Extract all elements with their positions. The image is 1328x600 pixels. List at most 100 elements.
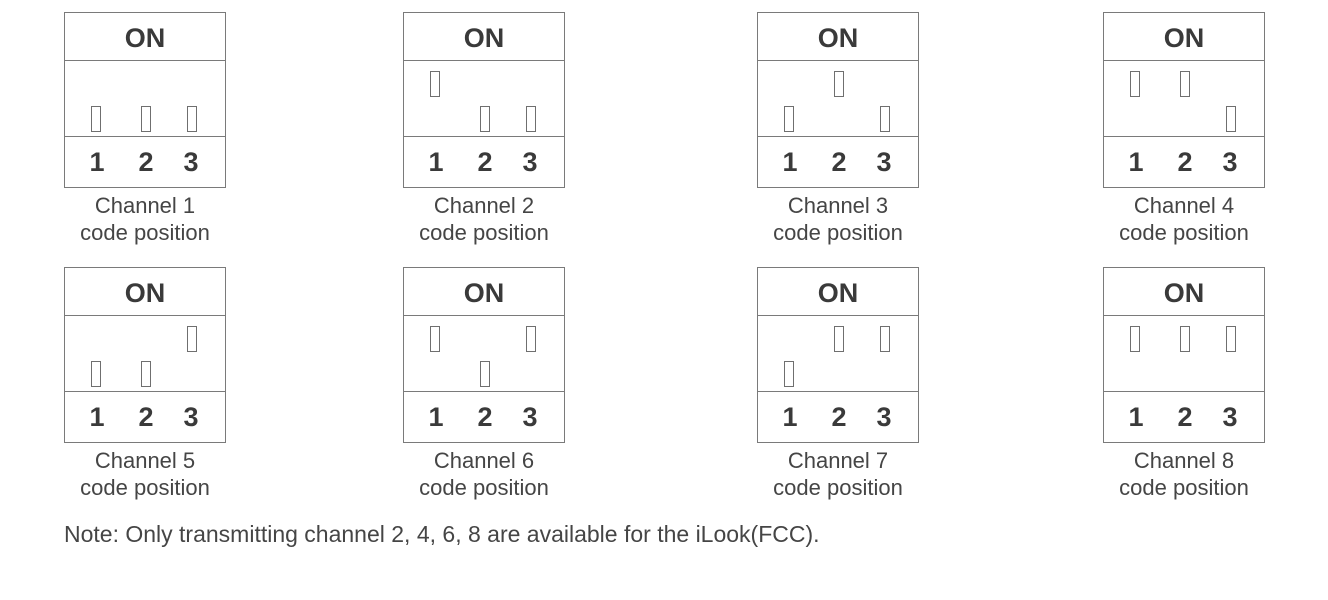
switch-row [65, 61, 225, 137]
switch-number-3: 3 [876, 147, 892, 177]
switch-number-2: 2 [477, 402, 493, 432]
dip-switch-2-on [1180, 326, 1190, 352]
switch-row [758, 316, 918, 392]
dip-switch-2-on [1180, 71, 1190, 97]
switch-row [758, 61, 918, 137]
dip-switch-1-on [1130, 71, 1140, 97]
channel-caption-subtitle: code position [80, 220, 210, 245]
channel-caption-title: Channel 3 [787, 193, 889, 218]
on-label: ON [404, 268, 564, 316]
dip-switch-3-on [187, 326, 197, 352]
dip-switch-2-off [480, 361, 490, 387]
channel-caption-subtitle: code position [419, 475, 549, 500]
channel-caption-subtitle: code position [419, 220, 549, 245]
switch-number-1: 1 [782, 402, 798, 432]
switch-number-2: 2 [1177, 402, 1193, 432]
dip-switch-2-on [834, 71, 844, 97]
on-label: ON [1104, 13, 1264, 61]
dip-switch-3-off [1226, 106, 1236, 132]
channel-caption-subtitle: code position [773, 475, 903, 500]
dip-switch-2-off [141, 106, 151, 132]
on-label: ON [758, 13, 918, 61]
switch-row [1104, 316, 1264, 392]
dip-switch-1-on [430, 326, 440, 352]
switch-number-2: 2 [138, 147, 154, 177]
dip-switch-2-off [141, 361, 151, 387]
on-label: ON [758, 268, 918, 316]
switch-number-1: 1 [1128, 147, 1144, 177]
dip-switch-1-on [430, 71, 440, 97]
on-label: ON [65, 13, 225, 61]
channel-caption-title: Channel 4 [1133, 193, 1235, 218]
channel-caption-subtitle: code position [773, 220, 903, 245]
switch-number-3: 3 [522, 402, 538, 432]
dip-switch-3-on [1226, 326, 1236, 352]
channel-caption-title: Channel 5 [94, 448, 196, 473]
switch-row [404, 61, 564, 137]
on-label: ON [1104, 268, 1264, 316]
channel-caption-title: Channel 7 [787, 448, 889, 473]
channel-caption-title: Channel 8 [1133, 448, 1235, 473]
switch-number-2: 2 [477, 147, 493, 177]
switch-number-1: 1 [1128, 402, 1144, 432]
switch-number-3: 3 [1222, 147, 1238, 177]
dip-switch-1-off [91, 361, 101, 387]
switch-row [1104, 61, 1264, 137]
dip-switch-2-off [480, 106, 490, 132]
switch-number-1: 1 [782, 147, 798, 177]
channel-caption-title: Channel 6 [433, 448, 535, 473]
switch-number-3: 3 [183, 147, 199, 177]
switch-number-3: 3 [183, 402, 199, 432]
switch-number-1: 1 [428, 402, 444, 432]
switch-row [404, 316, 564, 392]
dip-switch-3-on [526, 326, 536, 352]
dip-switch-1-off [784, 361, 794, 387]
channel-caption-title: Channel 1 [94, 193, 196, 218]
switch-row [65, 316, 225, 392]
on-label: ON [404, 13, 564, 61]
switch-number-1: 1 [89, 147, 105, 177]
dip-switch-1-off [91, 106, 101, 132]
switch-number-1: 1 [428, 147, 444, 177]
on-label: ON [65, 268, 225, 316]
channel-caption-subtitle: code position [1119, 475, 1249, 500]
channel-caption-subtitle: code position [80, 475, 210, 500]
dip-switch-1-off [784, 106, 794, 132]
dip-switch-3-on [880, 326, 890, 352]
dip-switch-2-on [834, 326, 844, 352]
dip-switch-3-off [526, 106, 536, 132]
switch-number-2: 2 [831, 402, 847, 432]
switch-number-1: 1 [89, 402, 105, 432]
switch-number-3: 3 [522, 147, 538, 177]
